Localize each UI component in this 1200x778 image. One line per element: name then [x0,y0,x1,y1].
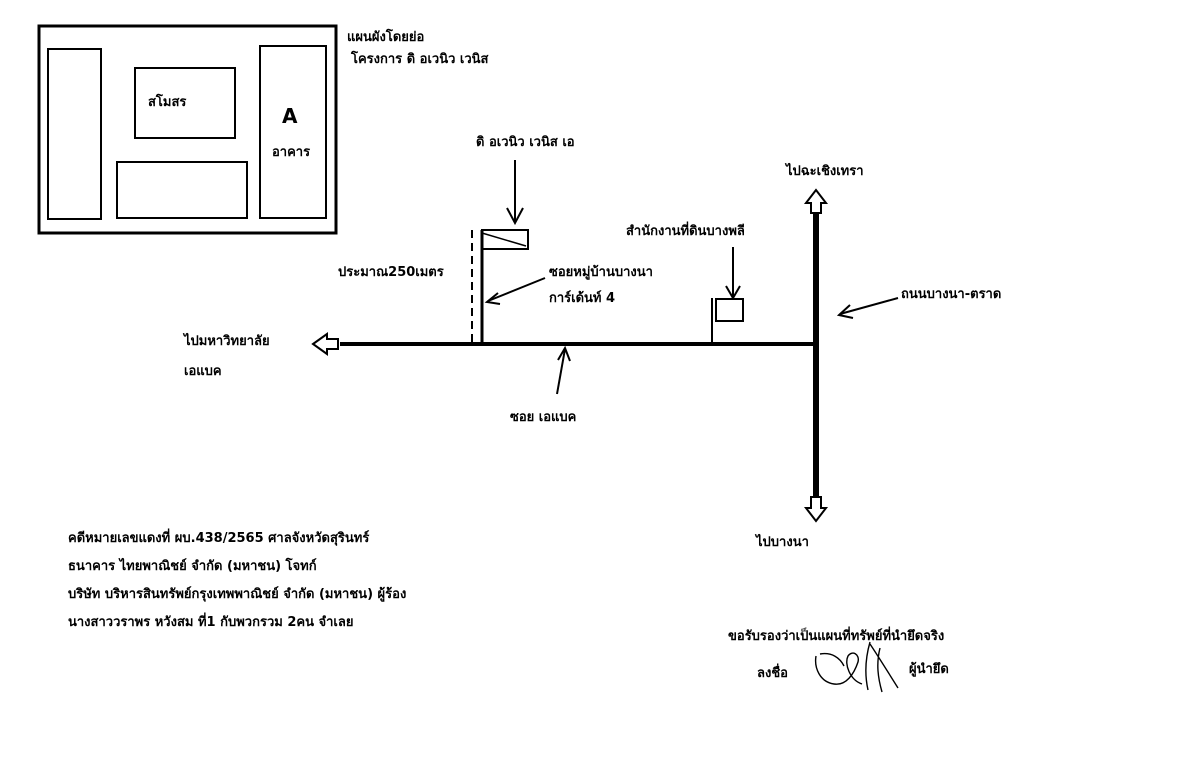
inset-club-block [134,67,236,139]
inset-building-label: อาคาร [272,145,311,160]
inset-building-block [259,45,327,219]
soi-abac-label: ซอย เอแบค [510,410,577,425]
project-a-label: ดิ อเวนิว เวนิส เอ [476,135,575,150]
to-bangna-arrow [803,496,829,523]
to-abac-label-2: เอแบค [184,364,222,379]
pointer-soi-abac [556,348,566,395]
case-line-4: นางสาววราพร หวังสม ที่1 กับพวกรวม 2คน จำ… [68,615,354,630]
sign-label: ลงชื่อ [757,666,788,681]
project-name: โครงการ ดิ อเวนิว เวนิส [351,52,489,67]
case-line-1: คดีหมายเลขแดงที่ ผบ.438/2565 ศาลจังหวัดส… [68,531,370,546]
pointer-land-office-head [725,285,741,300]
case-line-2: ธนาคาร ไทยพาณิชย์ จำกัด (มหาชน) โจทก์ [68,559,317,574]
pointer-main-road [839,297,899,315]
to-abac-label-1: ไปมหาวิทยาลัย [184,334,270,349]
to-bangna-label: ไปบางนา [756,535,809,550]
inset-left-block [47,48,102,220]
project-a-marker [481,229,529,250]
pointer-soi-village-head [484,292,501,305]
inset-club-label: สโมสร [148,95,187,110]
pointer-soi-abac-head [557,345,571,362]
distance-label: ประมาณ250เมตร [338,265,444,280]
inset-building-letter: A [282,104,298,128]
map-title: แผนผังโดยย่อ [347,30,425,45]
project-a-marker-stroke [481,232,527,247]
pointer-main-road-head [836,304,854,319]
certify-statement: ขอรับรองว่าเป็นแผนที่ทรัพย์ที่นำยึดจริง [728,629,945,644]
soi-village-label-1: ซอยหมู่บ้านบางนา [549,265,653,280]
pointer-project-a-head [506,207,524,226]
main-road-label: ถนนบางนา-ตราด [901,287,1002,302]
case-line-3: บริษัท บริหารสินทรัพย์กรุงเทพพาณิชย์ จำก… [68,587,407,602]
land-office-marker [715,298,744,322]
inset-frame [37,24,338,235]
to-chachoengsao-arrow [803,188,829,214]
handwritten-signature [814,641,899,693]
to-chachoengsao-label: ไปฉะเชิงเทรา [786,164,864,179]
land-office-label: สำนักงานที่ดินบางพลี [626,224,745,239]
pointer-soi-village [487,277,546,302]
seizer-label: ผู้นำยึด [909,662,949,677]
inset-bottom-block [116,161,248,219]
to-abac-arrow [311,332,339,356]
soi-village-label-2: การ์เด้นท์ 4 [549,291,616,306]
